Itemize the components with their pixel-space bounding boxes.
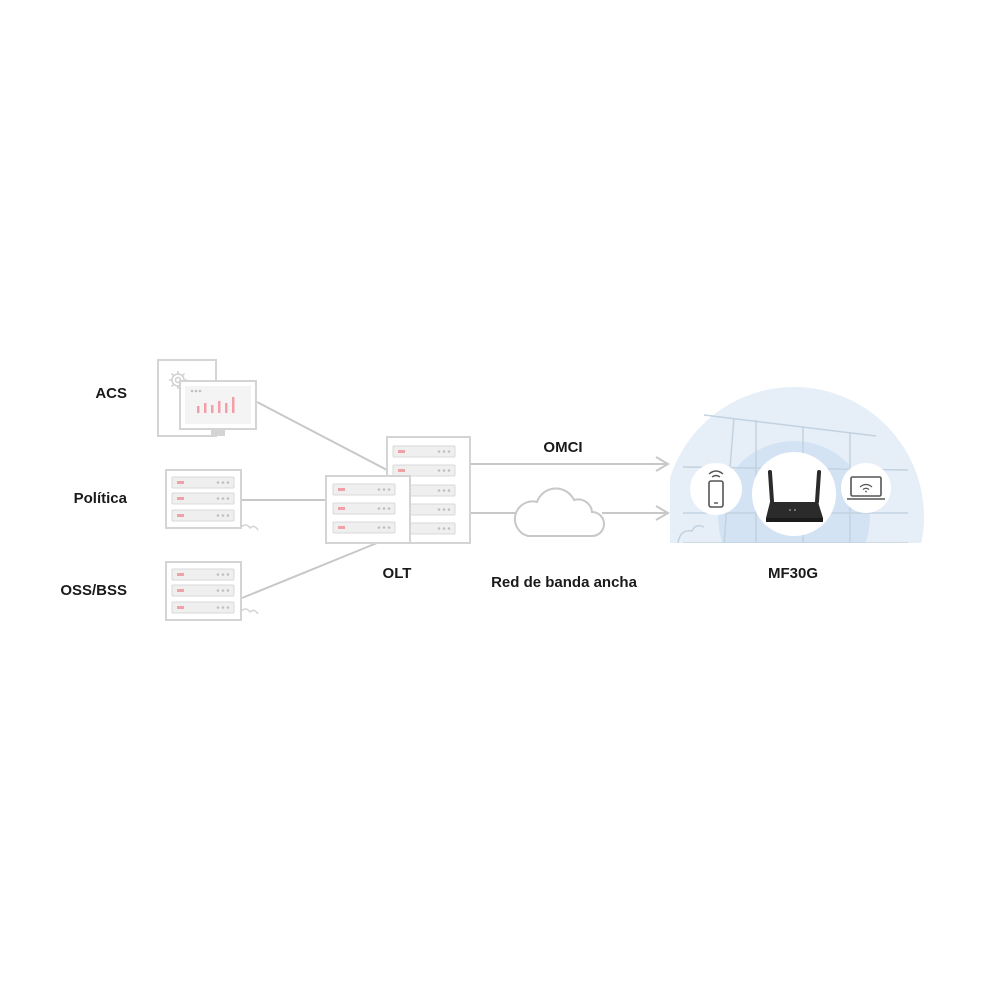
olt-label: OLT [382,565,412,582]
phone-wifi-icon [690,463,742,515]
laptop-wifi-icon [841,463,891,513]
router-icon [752,452,836,536]
bar-chart-icon [197,397,235,413]
acs-to-olt-line [256,401,388,471]
connection-lines [241,401,670,599]
oss-bss-server-icon [165,561,259,621]
oss-to-olt-line [241,542,378,599]
broadband-label: Red de banda ancha [491,574,637,591]
acs-server-icon [157,359,257,437]
omci-arrow-head [655,456,670,472]
device-label: MF30G [767,565,819,582]
olt-server-icon [325,436,471,544]
policy-label: Política [73,490,127,507]
broadband-arrow-head [655,505,670,521]
policy-server-icon [165,469,259,531]
acs-label: ACS [95,385,127,402]
oss-bss-label: OSS/BSS [60,582,127,599]
omci-label: OMCI [543,439,583,456]
cloud-icon [513,487,605,537]
